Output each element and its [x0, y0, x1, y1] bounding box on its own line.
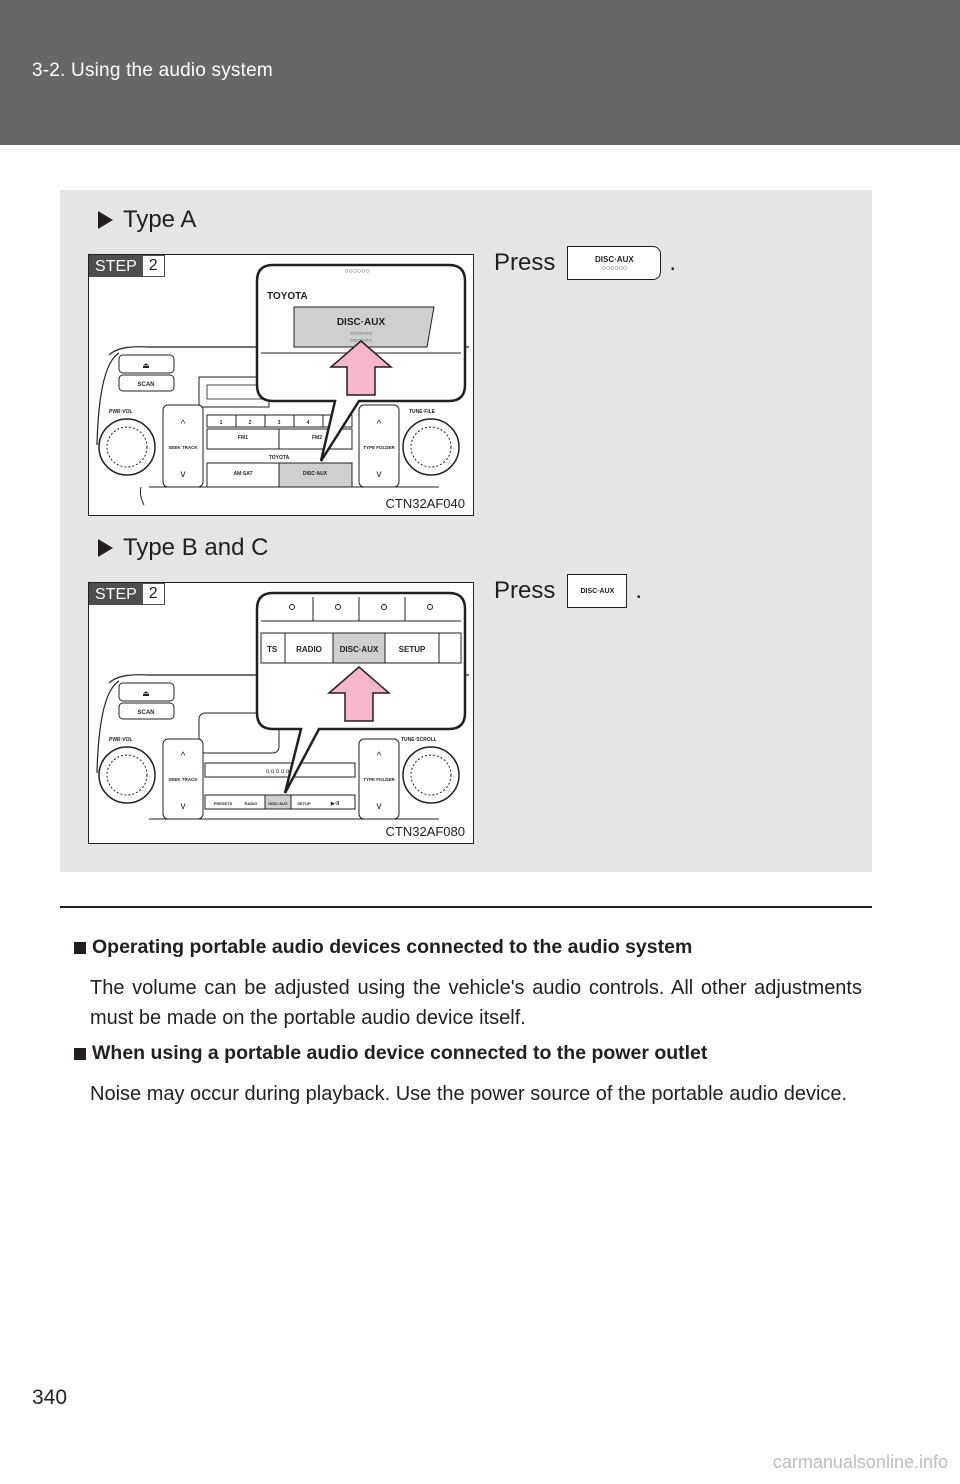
type-folder-label: TYPE FOLDER: [363, 777, 395, 782]
disc-aux-button-label: DISC·AUX: [595, 254, 634, 264]
fm2-label: FM2: [312, 435, 322, 441]
eject-icon: ⏏: [142, 689, 150, 698]
type-a-audio-panel-illustration: ⏏ SCAN PWR·VOL TUNE·FILE ^ SEEK TRACK v: [96, 263, 469, 506]
pwr-vol-knob: PWR·VOL: [98, 409, 156, 476]
pwr-vol-label: PWR·VOL: [109, 737, 133, 743]
preset-3: 3: [278, 420, 281, 426]
pwr-vol-label: PWR·VOL: [109, 409, 133, 415]
disc-aux-small: DISC·AUX: [268, 801, 288, 806]
disc-aux-callout: DISC·AUX: [337, 317, 386, 328]
radio-small: RADIO: [245, 801, 258, 806]
svg-text:○○○○○○: ○○○○○○: [344, 268, 369, 275]
disc-aux-button-dots: ○○○○○○: [601, 264, 628, 272]
step-label: STEP: [89, 583, 143, 605]
type-a-figure: ⏏ SCAN PWR·VOL TUNE·FILE ^ SEEK TRACK v: [88, 254, 474, 516]
setup-callout: SETUP: [399, 645, 426, 654]
preset-4: 4: [307, 420, 310, 426]
type-a-instruction: Press DISC·AUX ○○○○○○ .: [494, 246, 676, 280]
type-a-heading: Type A: [98, 206, 196, 234]
type-a-heading-text: Type A: [123, 206, 197, 233]
svg-text:v: v: [181, 469, 186, 480]
am-sat-label: AM·SAT: [233, 471, 252, 477]
square-bullet-icon: [74, 941, 86, 954]
radio-callout: RADIO: [296, 645, 322, 654]
page-number: 340: [32, 1386, 68, 1409]
svg-text:^: ^: [377, 751, 382, 762]
seek-track-label: SEEK TRACK: [168, 445, 198, 450]
type-bc-heading: Type B and C: [98, 534, 268, 562]
page-header: 3-2. Using the audio system: [0, 0, 960, 145]
note-body: Noise may occur during playback. Use the…: [90, 1083, 848, 1105]
type-bc-audio-panel-illustration: ⏏ SCAN PWR·VOL TUNE·SCROLL ^ SEEK TRACK …: [96, 591, 469, 820]
arrow-up-icon: [326, 666, 392, 722]
note-body: The volume can be adjusted using the veh…: [90, 977, 862, 1029]
arrow-up-icon: [328, 340, 394, 396]
step-number: 2: [142, 583, 165, 605]
seek-track-label: SEEK TRACK: [168, 777, 198, 782]
square-bullet-icon: [74, 1047, 86, 1060]
note-operating: Operating portable audio devices connect…: [72, 936, 862, 1033]
tune-file-label: TUNE·FILE: [409, 409, 436, 415]
svg-text:v: v: [377, 801, 382, 812]
play-pause-small: ▶·II: [330, 801, 340, 807]
note-power-outlet: When using a portable audio device conne…: [72, 1042, 862, 1109]
triangle-bullet-icon: [98, 539, 113, 557]
fm1-label: FM1: [238, 435, 248, 441]
tune-scroll-knob: TUNE·SCROLL: [401, 737, 460, 804]
tune-scroll-label: TUNE·SCROLL: [401, 737, 437, 743]
type-folder-label: TYPE FOLDER: [363, 445, 395, 450]
step-label: STEP: [89, 255, 143, 277]
press-text: Press: [494, 577, 556, 604]
instruction-panel: Type A ⏏ SCAN PWR·VOL: [60, 190, 872, 872]
step-number: 2: [142, 255, 165, 277]
disc-aux-button-icon: DISC·AUX ○○○○○○: [567, 246, 662, 280]
svg-text:^: ^: [181, 751, 186, 762]
type-bc-figure: ⏏ SCAN PWR·VOL TUNE·SCROLL ^ SEEK TRACK …: [88, 582, 474, 844]
svg-text:v: v: [377, 469, 382, 480]
note-title-text: Operating portable audio devices connect…: [92, 936, 693, 958]
step-tag: STEP 2: [89, 583, 165, 605]
press-period: .: [635, 577, 643, 604]
figure-code: CTN32AF080: [385, 824, 465, 839]
watermark: carmanualsonline.info: [772, 1452, 948, 1472]
disc-aux-callout: DISC·AUX: [340, 645, 379, 654]
scan-label: SCAN: [137, 382, 154, 388]
svg-text:^: ^: [377, 419, 382, 430]
svg-text:^: ^: [181, 419, 186, 430]
figure-code: CTN32AF040: [385, 496, 465, 511]
disc-aux-button-label: DISC·AUX: [580, 587, 615, 595]
svg-text:○○○○○○: ○○○○○○: [350, 331, 372, 337]
setup-small: SETUP: [297, 801, 311, 806]
tune-file-knob: TUNE·FILE: [402, 409, 460, 476]
toyota-small: TOYOTA: [269, 455, 290, 461]
section-divider: [60, 906, 872, 908]
svg-text:v: v: [181, 801, 186, 812]
toyota-callout: TOYOTA: [267, 291, 308, 302]
scan-label: SCAN: [137, 710, 154, 716]
disc-aux-button-icon: DISC·AUX: [567, 574, 628, 608]
preset-2: 2: [249, 420, 252, 426]
press-text: Press: [494, 249, 556, 276]
ts-label: TS: [267, 645, 278, 654]
note-title-text: When using a portable audio device conne…: [92, 1042, 708, 1064]
type-bc-heading-text: Type B and C: [123, 534, 269, 561]
preset-1: 1: [220, 420, 223, 426]
type-bc-instruction: Press DISC·AUX .: [494, 574, 642, 608]
note-title: When using a portable audio device conne…: [72, 1042, 862, 1065]
note-title: Operating portable audio devices connect…: [72, 936, 862, 959]
section-title: 3-2. Using the audio system: [32, 60, 273, 81]
step-tag: STEP 2: [89, 255, 165, 277]
triangle-bullet-icon: [98, 211, 113, 229]
press-period: .: [669, 249, 677, 276]
disc-aux-small-label: DISC·AUX: [303, 471, 328, 477]
svg-text:o o o o o o: o o o o o o: [266, 769, 295, 775]
presets-small: PRESETS: [214, 801, 233, 806]
eject-icon: ⏏: [142, 361, 150, 370]
pwr-vol-knob: PWR·VOL: [98, 737, 156, 804]
